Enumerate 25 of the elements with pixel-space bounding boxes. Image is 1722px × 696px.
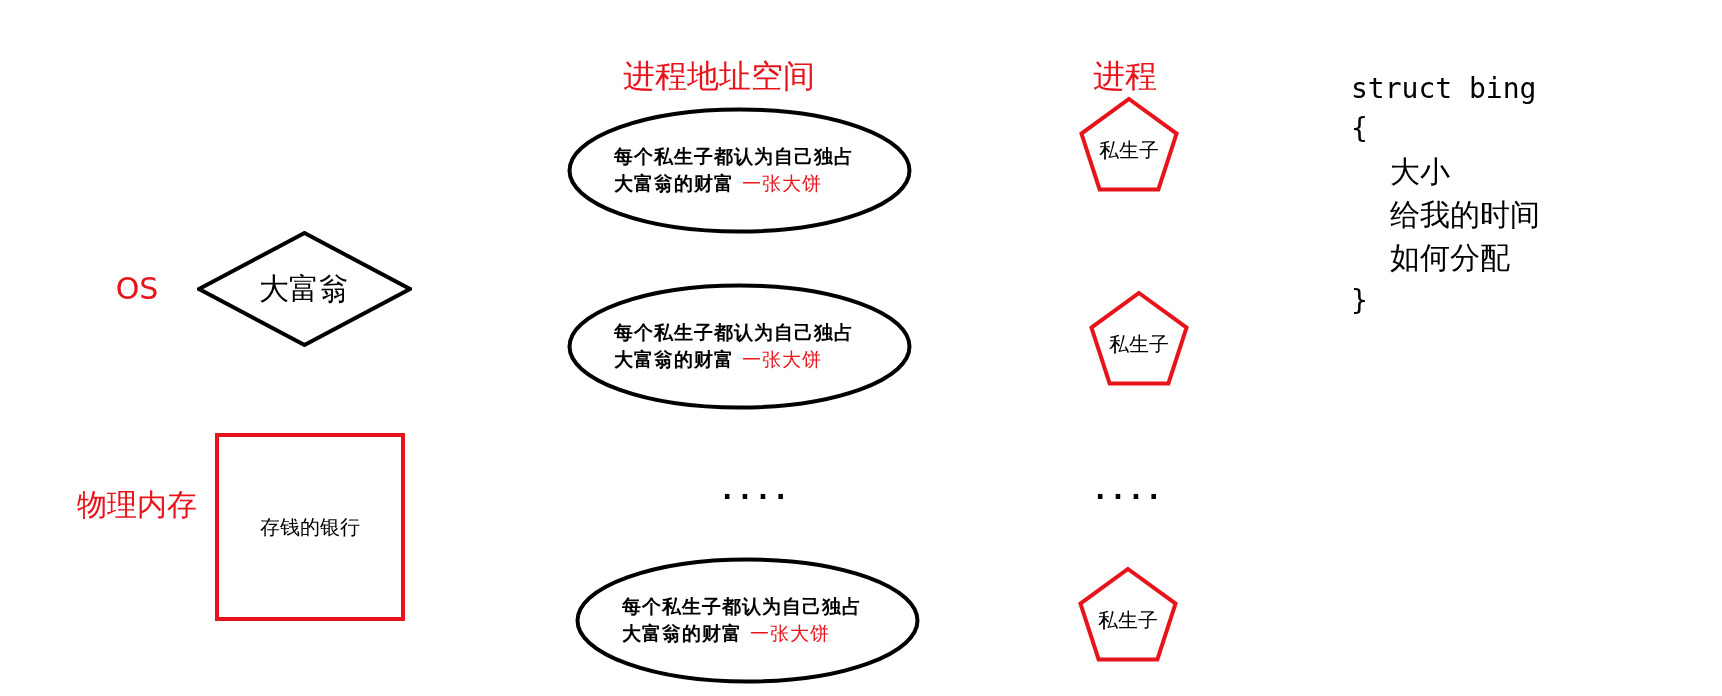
node-label: 大富翁 [259,269,349,308]
code-line: 给我的时间 [1390,195,1540,234]
process-ellipse [566,106,912,234]
ellipse-text: 每个私生子都认为自己独占大富翁的财富 一张大饼 [614,144,855,196]
node-label: 私生子 [1099,136,1159,164]
ellipsis-dots: .... [722,475,794,505]
code-line: } [1351,283,1368,317]
node-label: 存钱的银行 [260,513,360,541]
code-line: struct bing [1351,71,1537,105]
side-label: 物理内存 [77,485,197,524]
node-label: 私生子 [1109,330,1169,358]
column-heading: 进程地址空间 [623,56,815,97]
process-ellipse [566,282,912,410]
ellipse-text: 每个私生子都认为自己独占大富翁的财富 一张大饼 [614,320,855,372]
ellipsis-dots: .... [1095,475,1167,505]
code-line: 如何分配 [1390,238,1510,277]
node-label: 私生子 [1098,606,1158,634]
decision-diamond [196,231,412,347]
memory-box [215,433,405,621]
side-label: OS [115,270,159,306]
code-line: 大小 [1390,152,1450,191]
ellipse-text: 每个私生子都认为自己独占大富翁的财富 一张大饼 [622,594,863,646]
code-line: { [1351,111,1368,145]
column-heading: 进程 [1093,56,1157,97]
process-ellipse [574,556,920,684]
